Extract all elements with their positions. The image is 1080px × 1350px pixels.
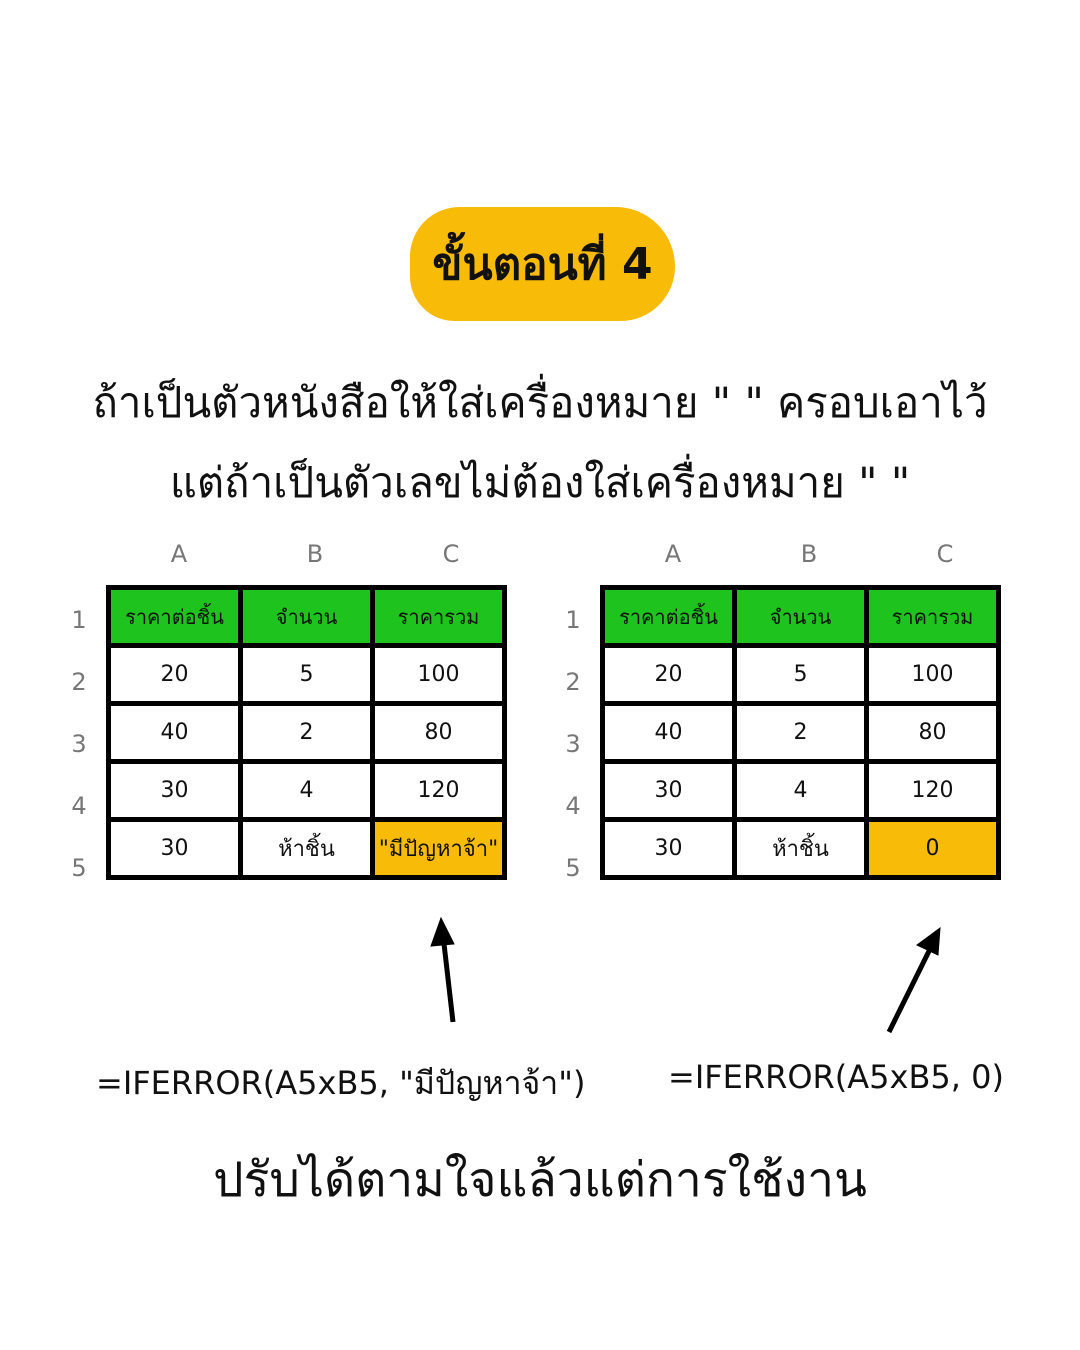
column-letter: B xyxy=(306,540,324,568)
table-cell: 100 xyxy=(864,643,1001,706)
column-letter: A xyxy=(664,540,682,568)
arrow-icon-right xyxy=(886,926,941,1034)
row-number: 1 xyxy=(565,606,581,634)
table-cell: 2 xyxy=(732,701,869,764)
header-cell: ราคาต่อชิ้น xyxy=(600,585,737,648)
column-letter: A xyxy=(170,540,188,568)
header-cell: จำนวน xyxy=(732,585,869,648)
row-number: 4 xyxy=(565,792,581,820)
column-letter: C xyxy=(936,540,954,568)
table-cell: 100 xyxy=(370,643,507,706)
header-cell: ราคารวม xyxy=(370,585,507,648)
column-letter: C xyxy=(442,540,460,568)
formula-zero-fallback: =IFERROR(A5xB5, 0) xyxy=(668,1058,1004,1096)
header-cell: ราคาต่อชิ้น xyxy=(106,585,243,648)
table-cell: 0 xyxy=(864,817,1001,880)
table-cell: 2 xyxy=(238,701,375,764)
table-cell: 30 xyxy=(600,817,737,880)
formula-text-fallback: =IFERROR(A5xB5, "มีปัญหาจ้า") xyxy=(96,1064,586,1102)
header-row: ราคาต่อชิ้นจำนวนราคารวม xyxy=(600,585,1001,648)
table-cell: ห้าชิ้น xyxy=(732,817,869,880)
table-cell: 5 xyxy=(238,643,375,706)
row-number: 2 xyxy=(565,668,581,696)
table-cell: 20 xyxy=(600,643,737,706)
step-title: ขั้นตอนที่ 4 xyxy=(432,239,653,290)
table-cell: 5 xyxy=(732,643,869,706)
instruction-line-2: แต่ถ้าเป็นตัวเลขไม่ต้องใส่เครื่องหมาย " … xyxy=(169,458,911,507)
arrow-icon-left xyxy=(430,916,456,1023)
table-cell: 30 xyxy=(106,817,243,880)
footer-note: ปรับได้ตามใจแล้วแต่การใช้งาน xyxy=(213,1152,867,1208)
step-title-badge: ขั้นตอนที่ 4 xyxy=(410,207,675,321)
row-number: 4 xyxy=(71,792,87,820)
table-cell: 120 xyxy=(370,759,507,822)
table-cell: 40 xyxy=(106,701,243,764)
table-cell: 80 xyxy=(370,701,507,764)
header-cell: จำนวน xyxy=(238,585,375,648)
header-row: ราคาต่อชิ้นจำนวนราคารวม xyxy=(106,585,507,648)
table-cell: 30 xyxy=(106,759,243,822)
header-cell: ราคารวม xyxy=(864,585,1001,648)
row-number: 3 xyxy=(565,730,581,758)
table-cell: 4 xyxy=(732,759,869,822)
table-cell: 40 xyxy=(600,701,737,764)
column-letter: B xyxy=(800,540,818,568)
table-cell: 30 xyxy=(600,759,737,822)
table-cell: 80 xyxy=(864,701,1001,764)
row-number: 5 xyxy=(71,854,87,882)
row-number: 2 xyxy=(71,668,87,696)
instruction-line-1: ถ้าเป็นตัวหนังสือให้ใส่เครื่องหมาย " " ค… xyxy=(92,378,988,427)
table-cell: 4 xyxy=(238,759,375,822)
row-number: 3 xyxy=(71,730,87,758)
table-cell: 120 xyxy=(864,759,1001,822)
table-cell: "มีปัญหาจ้า" xyxy=(370,817,507,880)
row-number: 1 xyxy=(71,606,87,634)
table-cell: ห้าชิ้น xyxy=(238,817,375,880)
row-number: 5 xyxy=(565,854,581,882)
table-cell: 20 xyxy=(106,643,243,706)
